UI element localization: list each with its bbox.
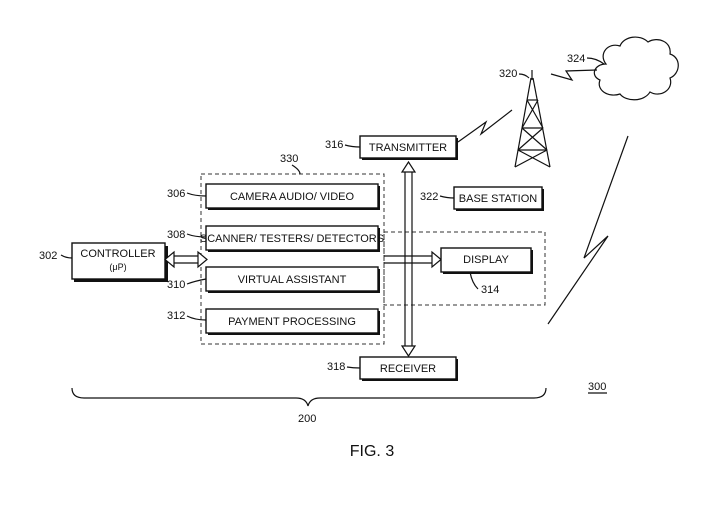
module-camera-ref: 306 <box>167 188 185 200</box>
display-box: DISPLAY <box>440 247 533 274</box>
cloud-ref: 324 <box>567 53 585 65</box>
tower-ref: 320 <box>499 68 517 80</box>
receiver-ref: 318 <box>327 361 345 373</box>
module-camera-leader <box>186 192 207 197</box>
module-virtual-assistant: VIRTUAL ASSISTANT <box>205 266 380 293</box>
display-region-outline <box>383 231 546 306</box>
controller-box <box>71 242 166 280</box>
display-label: DISPLAY <box>463 254 509 266</box>
display-bus <box>384 250 442 269</box>
transmitter-box: TRANSMITTER <box>359 135 458 160</box>
group-ref: 330 <box>280 153 298 165</box>
transmitter-label: TRANSMITTER <box>369 142 447 154</box>
tower-ref-leader <box>518 73 530 79</box>
module-camera: CAMERA AUDIO/ VIDEO <box>205 183 380 210</box>
base-station-ref: 322 <box>420 191 438 203</box>
module-payment-ref: 312 <box>167 310 185 322</box>
module-virtual-assistant-ref: 310 <box>167 279 185 291</box>
display-ref-leader <box>469 271 479 290</box>
cloud-ref-leader <box>586 57 605 65</box>
display-ref: 314 <box>481 284 499 296</box>
controller-label: CONTROLLER <box>80 248 155 260</box>
base-station-label: BASE STATION <box>459 193 537 205</box>
system-ref: 200 <box>298 413 316 425</box>
receiver-ref-leader <box>346 366 361 369</box>
controller-ref: 302 <box>39 250 57 262</box>
base-station-box: BASE STATION <box>453 186 544 211</box>
overall-ref: 300 <box>588 381 606 393</box>
transmitter-ref: 316 <box>325 139 343 151</box>
group-ref-leader <box>291 164 301 175</box>
figure-label: FIG. 3 <box>350 443 395 460</box>
module-scanner-ref: 308 <box>167 229 185 241</box>
module-payment-leader <box>186 315 207 321</box>
receiver-box: RECEIVER <box>359 356 458 381</box>
system-brace <box>71 387 547 407</box>
module-scanner-label: SCANNER/ TESTERS/ DETECTORS <box>200 233 384 245</box>
vertical-bus <box>400 160 417 358</box>
transmitter-signal-bolt <box>457 109 513 143</box>
receiver-label: RECEIVER <box>380 363 436 375</box>
module-virtual-assistant-leader <box>186 278 207 285</box>
module-scanner: SCANNER/ TESTERS/ DETECTORS <box>200 225 384 252</box>
module-camera-label: CAMERA AUDIO/ VIDEO <box>230 191 355 203</box>
module-scanner-leader <box>186 233 207 238</box>
module-payment: PAYMENT PROCESSING <box>205 308 380 335</box>
base-station-ref-leader <box>439 195 455 199</box>
module-payment-label: PAYMENT PROCESSING <box>228 316 356 328</box>
controller-sublabel: (μP) <box>109 262 126 272</box>
module-virtual-assistant-label: VIRTUAL ASSISTANT <box>238 274 347 286</box>
antenna-tower-icon <box>514 70 551 168</box>
wireless-signal-bolt <box>547 135 629 325</box>
cloud-signal-bolt <box>550 69 598 82</box>
cloud-icon <box>593 36 679 101</box>
controller-bus-arrow <box>164 250 208 269</box>
transmitter-ref-leader <box>344 144 361 148</box>
controller-ref-leader <box>60 254 73 259</box>
